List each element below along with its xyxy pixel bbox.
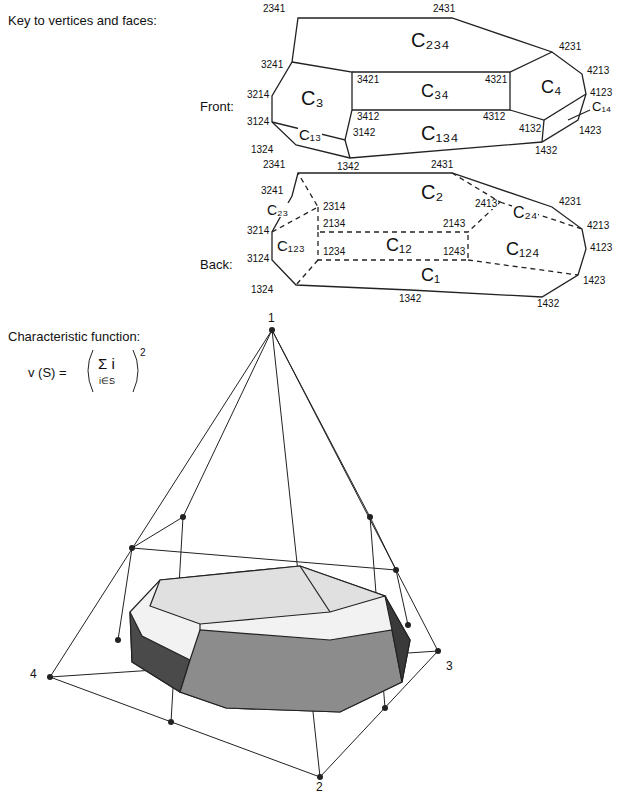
face-label: C₂₃₄	[410, 30, 451, 50]
face-label: C₄	[540, 78, 562, 96]
tetrahedron	[50, 330, 438, 777]
formula-parens	[88, 350, 138, 392]
vertex-label: 1342	[398, 294, 422, 304]
vertex-label: 1324	[250, 285, 274, 295]
face-label: C₁₂	[385, 236, 413, 254]
vertex-number: 3	[446, 660, 453, 672]
vertex-label: 4123	[589, 88, 613, 98]
vertex-label: 1342	[336, 162, 360, 172]
vertex-label: 1324	[250, 145, 274, 155]
face-label: C₁₄	[591, 100, 612, 113]
vertex-label: 2341	[262, 160, 286, 170]
shaded-polytope	[130, 566, 410, 712]
vertex-label: 1234	[322, 247, 346, 257]
vertex-number: 2	[316, 781, 323, 793]
heading: Front:	[200, 100, 234, 113]
vertex-label: 2431	[430, 160, 454, 170]
vertex-label: 3412	[356, 112, 380, 122]
heading: Back:	[200, 258, 233, 271]
vertex-number: 1	[268, 312, 275, 324]
vertex-label: 2431	[432, 4, 456, 14]
face-label: C₂	[420, 182, 444, 202]
vertex-label: 3241	[260, 186, 284, 196]
vertex-label: 4312	[482, 112, 506, 122]
vertex-label: 3241	[260, 60, 284, 70]
vertex-dots	[47, 327, 441, 780]
face-label: C₁₃₄	[420, 123, 460, 143]
face-label: C₁	[420, 266, 441, 284]
vertex-label: 1432	[534, 146, 558, 156]
vertex-label: 2413	[474, 199, 498, 209]
face-label: C₂₄	[512, 205, 538, 221]
vertex-number: 4	[30, 668, 37, 680]
back-polytope	[272, 173, 586, 297]
face-label: C₁₂₃	[276, 238, 306, 253]
vertex-label: 4132	[518, 124, 542, 134]
face-label: C₂₃	[266, 203, 289, 217]
vertex-label: 1423	[582, 276, 606, 286]
vertex-label: 3214	[246, 226, 270, 236]
vertex-label: 2143	[442, 219, 466, 229]
face-label: C₁₂₄	[505, 240, 540, 258]
face-label: C₃₄	[420, 82, 450, 100]
heading: Characteristic function:	[8, 330, 140, 343]
vertex-label: 1423	[578, 126, 602, 136]
vertex-label: 4213	[586, 66, 610, 76]
vertex-label: 4231	[558, 197, 582, 207]
formula-part: 2	[140, 348, 146, 358]
vertex-label: 1432	[536, 299, 560, 309]
vertex-label: 4213	[586, 221, 610, 231]
vertex-label: 3142	[352, 128, 376, 138]
vertex-label: 3124	[246, 117, 270, 127]
vertex-label: 4123	[589, 243, 613, 253]
vertex-label: 1243	[442, 247, 466, 257]
face-label: C₃	[300, 88, 325, 108]
vertex-label: 3124	[246, 254, 270, 264]
face-label: C₁₃	[298, 127, 322, 142]
formula-part: i∈S	[99, 377, 115, 386]
vertex-label: 4321	[484, 75, 508, 85]
vertex-label: 4231	[558, 42, 582, 52]
vertex-label: 3214	[246, 90, 270, 100]
vertex-label: 2314	[322, 202, 346, 212]
heading: Key to vertices and faces:	[8, 14, 157, 27]
vertex-label: 2341	[262, 4, 286, 14]
vertex-label: 3421	[356, 75, 380, 85]
formula-part: v (S) =	[28, 366, 67, 379]
formula-part: Σ i	[98, 356, 115, 371]
vertex-label: 2134	[322, 219, 346, 229]
front-polytope	[272, 18, 590, 158]
